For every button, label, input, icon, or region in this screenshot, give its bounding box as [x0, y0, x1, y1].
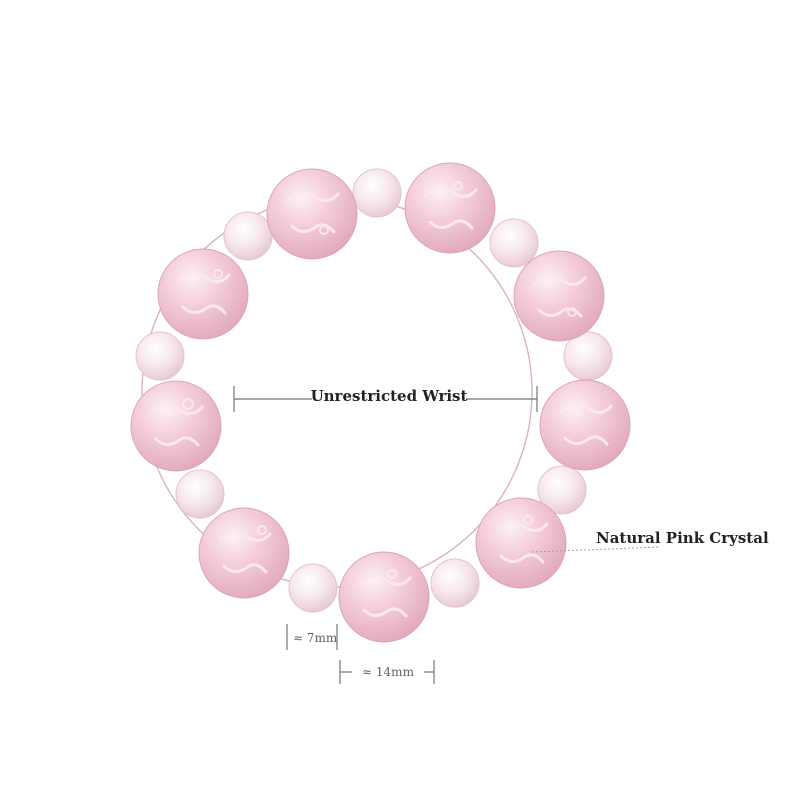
small-bead — [537, 465, 587, 515]
material-label: Natural Pink Crystal — [596, 529, 769, 547]
small-bead — [175, 469, 225, 519]
large-bead — [157, 248, 249, 340]
large-bead — [266, 168, 358, 260]
small-bead — [352, 168, 402, 218]
large-bead — [130, 380, 222, 472]
large-bead — [539, 379, 631, 471]
large-bead — [338, 551, 430, 643]
material-leader-line — [531, 546, 661, 553]
small-bead-size: ≈ 7mm — [293, 631, 338, 645]
wrist-dimension — [233, 386, 538, 412]
small-bead — [223, 211, 273, 261]
large-bead — [513, 250, 605, 342]
small-bead — [288, 563, 338, 613]
small-beads — [135, 168, 613, 613]
small-bead — [135, 331, 185, 381]
large-beads — [130, 162, 631, 643]
small-bead — [489, 218, 539, 268]
large-bead — [198, 507, 290, 599]
large-bead — [475, 497, 567, 589]
large-bead-size: ≈ 14mm — [362, 665, 415, 679]
large-bead — [404, 162, 496, 254]
small-bead — [430, 558, 480, 608]
small-bead-dimension — [286, 624, 338, 650]
wrist-label: Unrestricted Wrist — [311, 387, 468, 405]
large-bead-dimension — [339, 660, 435, 684]
